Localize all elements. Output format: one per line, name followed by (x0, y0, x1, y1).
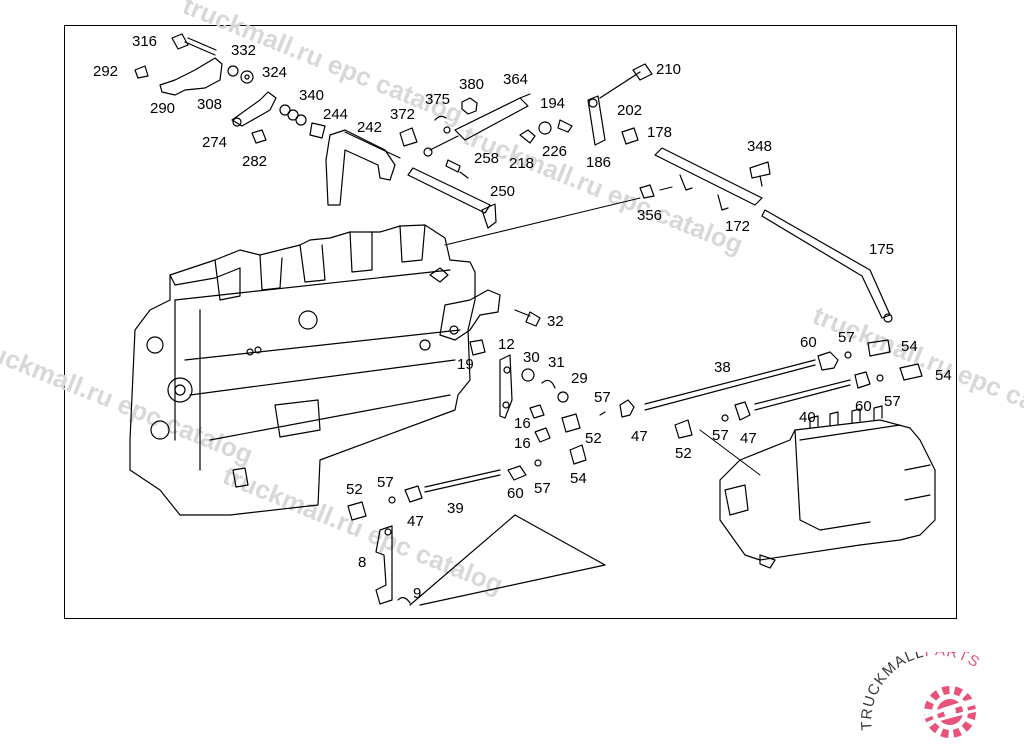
label-16: 16 (514, 435, 531, 452)
svg-text:TRUCKMALLPARTS: TRUCKMALLPARTS (858, 652, 983, 731)
label-375: 375 (425, 91, 450, 108)
label-186: 186 (586, 154, 611, 171)
label-38: 38 (714, 359, 731, 376)
lower-linkage (347, 339, 923, 606)
label-292: 292 (93, 63, 118, 80)
label-29: 29 (571, 370, 588, 387)
label-218: 218 (509, 155, 534, 172)
label-60: 60 (507, 485, 524, 502)
label-40: 40 (799, 409, 816, 426)
label-242: 242 (357, 119, 382, 136)
label-52: 52 (346, 481, 363, 498)
label-340: 340 (299, 87, 324, 104)
label-172: 172 (725, 218, 750, 235)
label-47: 47 (407, 513, 424, 530)
truckmall-parts-logo: TRUCKMALLPARTS (858, 652, 983, 738)
label-324: 324 (262, 64, 287, 81)
label-47: 47 (740, 430, 757, 447)
label-57: 57 (884, 393, 901, 410)
engine-bracket (439, 289, 501, 341)
label-57: 57 (712, 427, 729, 444)
label-9: 9 (413, 585, 421, 602)
label-52: 52 (675, 445, 692, 462)
label-8: 8 (358, 554, 366, 571)
label-52: 52 (585, 430, 602, 447)
label-57: 57 (594, 389, 611, 406)
label-57: 57 (534, 480, 551, 497)
leader-lines (444, 186, 761, 476)
label-348: 348 (747, 138, 772, 155)
label-290: 290 (150, 100, 175, 117)
label-32: 32 (547, 313, 564, 330)
label-332: 332 (231, 42, 256, 59)
label-226: 226 (542, 143, 567, 160)
logo-text-accent: PARTS (924, 652, 983, 671)
label-194: 194 (540, 95, 565, 112)
label-60: 60 (855, 398, 872, 415)
top-linkage (134, 33, 893, 323)
label-356: 356 (637, 207, 662, 224)
label-316: 316 (132, 33, 157, 50)
engine-block (129, 224, 476, 516)
label-250: 250 (490, 183, 515, 200)
label-39: 39 (447, 500, 464, 517)
label-54: 54 (901, 338, 918, 355)
label-16: 16 (514, 415, 531, 432)
label-380: 380 (459, 76, 484, 93)
label-178: 178 (647, 124, 672, 141)
label-274: 274 (202, 134, 227, 151)
label-54: 54 (935, 367, 952, 384)
label-258: 258 (474, 150, 499, 167)
bush-19 (469, 339, 486, 356)
label-282: 282 (242, 153, 267, 170)
label-202: 202 (617, 102, 642, 119)
label-60: 60 (800, 334, 817, 351)
label-57: 57 (377, 474, 394, 491)
label-372: 372 (390, 106, 415, 123)
bolt-32 (514, 309, 541, 327)
label-210: 210 (656, 61, 681, 78)
label-19: 19 (457, 356, 474, 373)
label-244: 244 (323, 106, 348, 123)
label-57: 57 (838, 329, 855, 346)
part-labels: 316 332 292 324 290 308 340 274 282 244 … (93, 33, 952, 602)
label-47: 47 (631, 428, 648, 445)
gear-icon (921, 686, 979, 738)
injection-pump (719, 405, 936, 569)
label-175: 175 (869, 241, 894, 258)
label-31: 31 (548, 354, 565, 371)
label-12: 12 (498, 336, 515, 353)
diagram-frame (64, 25, 957, 619)
label-308: 308 (197, 96, 222, 113)
logo-text-dark: TRUCKMALL (858, 652, 926, 731)
label-30: 30 (523, 349, 540, 366)
label-364: 364 (503, 71, 528, 88)
label-54: 54 (570, 470, 587, 487)
